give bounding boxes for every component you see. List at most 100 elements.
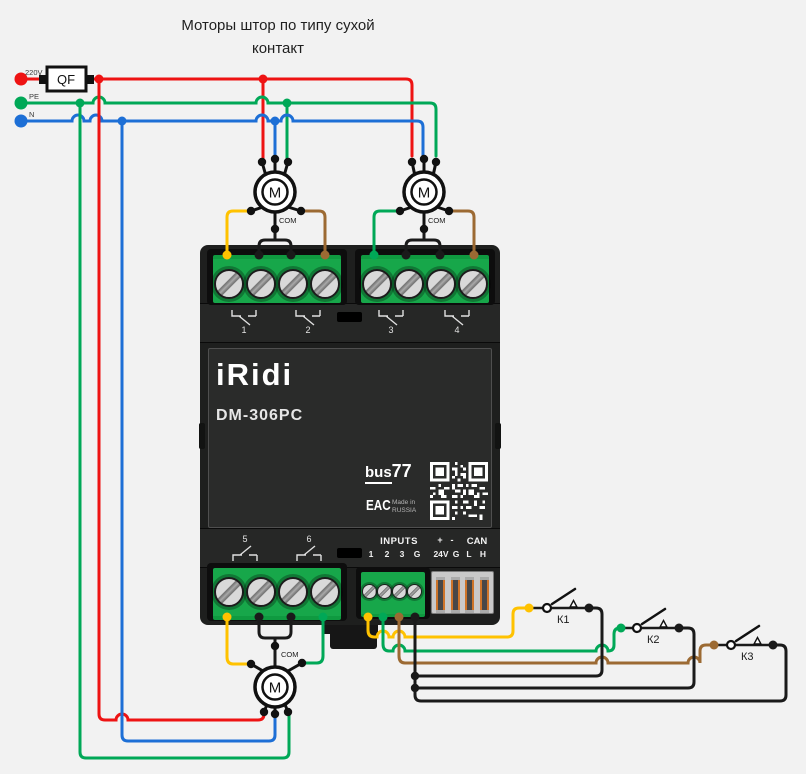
screw-input: [407, 584, 422, 599]
wire-yellow-k1: [366, 606, 527, 639]
wire-pe-to-motor3: [78, 101, 291, 760]
com-label-motor1: COM: [279, 216, 297, 225]
terminal-block-relays-1-2: [207, 249, 347, 305]
wire-red-to-motor3: [97, 77, 266, 722]
model-label: DM-306PC: [216, 407, 304, 424]
circuit-breaker-qf: QF: [39, 65, 94, 93]
relay-number-4: 4: [454, 325, 460, 335]
relay-number-3: 3: [388, 325, 394, 335]
can-pin: [465, 577, 474, 613]
terminal-block-inputs: [356, 567, 430, 619]
motor-letter: M: [269, 185, 282, 202]
switch-k3: К3: [714, 624, 773, 663]
screw-terminal: [214, 269, 244, 299]
screw-terminal: [214, 577, 244, 607]
slot-top: [337, 312, 362, 322]
relay-number-6: 6: [306, 534, 312, 544]
motor-1: M: [246, 154, 306, 234]
motor-3: M: [246, 641, 307, 719]
switch-k1-label: К1: [557, 614, 570, 626]
com-label-motor2: COM: [428, 216, 446, 225]
plus-label: +: [437, 535, 443, 545]
din-rail-tab-release: [330, 634, 377, 649]
switch-k2: К2: [621, 607, 679, 646]
screw-terminal: [394, 269, 424, 299]
inputs-label: INPUTS: [380, 536, 418, 547]
wire-red-bus: [19, 77, 414, 158]
wire-green-motor3: [302, 615, 325, 665]
wire-yellow-motor3: [225, 615, 251, 666]
relay-symbol-3: [378, 310, 404, 326]
screw-terminal: [310, 577, 340, 607]
screw-input: [392, 584, 407, 599]
device-dm306pc: 1 2 3 4 iRidi DM-306PC bus77 EAC Made in…: [199, 245, 501, 625]
can-pin: [480, 577, 489, 613]
n-label: N: [29, 110, 34, 119]
can-pin: [436, 577, 445, 613]
slot-bottom: [337, 548, 362, 558]
relay-number-2: 2: [305, 325, 311, 335]
can-pin: [451, 577, 460, 613]
qr-code: [430, 462, 488, 520]
pin-g: G: [452, 549, 460, 559]
wire-k1-return: [415, 606, 604, 678]
screw-terminal: [278, 577, 308, 607]
screw-terminal: [246, 269, 276, 299]
pin-24v: 24V: [433, 549, 449, 559]
diagram-title: Моторы штор по типу сухой контакт: [181, 17, 375, 58]
switch-k1: К1: [529, 587, 589, 626]
din-clip-left: [199, 423, 205, 449]
wire-brown-motor2: [447, 209, 476, 255]
relay-symbol-4: [444, 310, 470, 326]
terminal-block-relays-5-6: [207, 563, 347, 621]
wire-g-common: [413, 615, 788, 703]
pin-l: L: [466, 549, 472, 559]
relay-symbol-2: [295, 310, 321, 326]
can-connector: [431, 571, 494, 614]
screw-terminal: [362, 269, 392, 299]
device-front-panel: iRidi DM-306PC bus77 EAC Made in RUSSIA: [208, 348, 492, 528]
din-clip-right: [495, 423, 501, 449]
motor-letter: M: [269, 680, 282, 697]
screw-terminal: [458, 269, 488, 299]
junction-dots: [14, 72, 778, 693]
wire-yellow-motor1: [225, 209, 253, 255]
line-220v-label: 220V: [25, 68, 43, 77]
breaker-label: QF: [57, 72, 75, 87]
input-pin-1: 1: [368, 549, 374, 559]
relay-strip-top: [200, 303, 500, 343]
input-pin-2: 2: [384, 549, 390, 559]
relay-number-1: 1: [241, 325, 247, 335]
wire-brown-k3: [397, 615, 712, 665]
bus77-number: 77: [391, 461, 412, 481]
terminal-block-relays-3-4: [355, 249, 495, 305]
motor-letter: M: [418, 185, 431, 202]
bus77-logo: bus77: [365, 461, 412, 484]
screw-input: [377, 584, 392, 599]
brand-logo: iRidi: [216, 357, 294, 392]
pe-label: PE: [29, 92, 39, 101]
wire-brown-motor1: [299, 209, 327, 255]
wire-n-to-motor3: [120, 119, 277, 743]
screw-terminal: [278, 269, 308, 299]
can-label: CAN: [466, 536, 488, 547]
switch-k2-label: К2: [647, 634, 660, 646]
screw-terminal: [426, 269, 456, 299]
screw-terminal: [246, 577, 276, 607]
pin-h: H: [479, 549, 487, 559]
com-label-motor3: COM: [281, 650, 299, 659]
wire-green-motor2: [372, 209, 402, 255]
wire-green-k2: [381, 615, 622, 653]
input-pin-g: G: [413, 549, 421, 559]
minus-label: -: [450, 535, 454, 545]
wire-n-bus: [19, 113, 425, 158]
motor-2: M: [395, 154, 454, 234]
screw-terminal: [310, 269, 340, 299]
made-in-label: Made in RUSSIA: [392, 499, 417, 515]
input-pin-3: 3: [399, 549, 405, 559]
eac-mark: EAC: [366, 497, 391, 514]
switch-k3-label: К3: [741, 651, 754, 663]
wire-k2-return: [415, 626, 696, 690]
